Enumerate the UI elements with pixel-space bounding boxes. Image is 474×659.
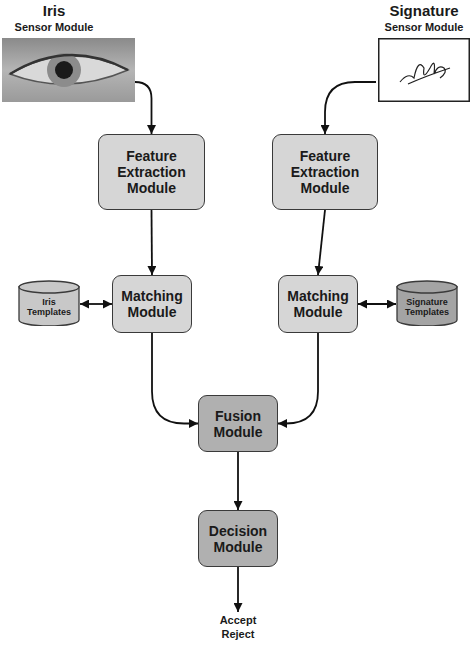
module-heading: IrisSensor Module: [2, 2, 106, 34]
flow-arrow: [152, 333, 198, 424]
database-label: Signature Templates: [404, 297, 450, 317]
box-label: Fusion Module: [203, 408, 273, 440]
cylinder-label-area: Signature Templates: [404, 290, 450, 324]
database-label: Iris Templates: [26, 297, 72, 317]
box-label: Feature Extraction Module: [103, 148, 200, 196]
process-box: Matching Module: [278, 275, 358, 333]
box-label: Matching Module: [283, 288, 353, 320]
process-box: Fusion Module: [198, 395, 278, 452]
box-label: Feature Extraction Module: [277, 148, 373, 196]
flow-arrow: [278, 333, 318, 424]
flow-arrow: [80, 303, 112, 305]
sensor-name: Signature: [376, 2, 472, 20]
box-label: Matching Module: [117, 288, 187, 320]
process-box: Feature Extraction Module: [98, 134, 205, 210]
cylinder-label-area: Iris Templates: [26, 290, 72, 324]
iris-image: [2, 38, 135, 102]
module-heading: SignatureSensor Module: [376, 2, 472, 34]
flow-arrow: [135, 82, 152, 134]
box-label: Decision Module: [203, 523, 273, 555]
process-box: Decision Module: [198, 510, 278, 567]
database-cylinder: Signature Templates: [396, 280, 458, 326]
sensor-picture: [378, 38, 470, 106]
sensor-subtitle: Sensor Module: [2, 20, 106, 34]
flow-arrow: [325, 82, 376, 134]
output-label: Accept: [198, 614, 278, 627]
output-label: Reject: [198, 628, 278, 641]
flow-arrow: [318, 210, 325, 275]
flow-arrow: [151, 210, 153, 275]
process-box: Matching Module: [112, 275, 192, 333]
sensor-picture: [2, 38, 135, 106]
sensor-module: SignatureSensor Module: [376, 2, 472, 102]
database-cylinder: Iris Templates: [18, 280, 80, 326]
flow-arrow: [237, 452, 239, 510]
sensor-subtitle: Sensor Module: [376, 20, 472, 34]
output-arrow: [237, 567, 239, 612]
sensor-name: Iris: [2, 2, 106, 20]
flow-arrow: [358, 303, 396, 305]
process-box: Feature Extraction Module: [272, 134, 378, 210]
sensor-module: IrisSensor Module: [2, 2, 135, 102]
signature-image: [378, 38, 470, 102]
